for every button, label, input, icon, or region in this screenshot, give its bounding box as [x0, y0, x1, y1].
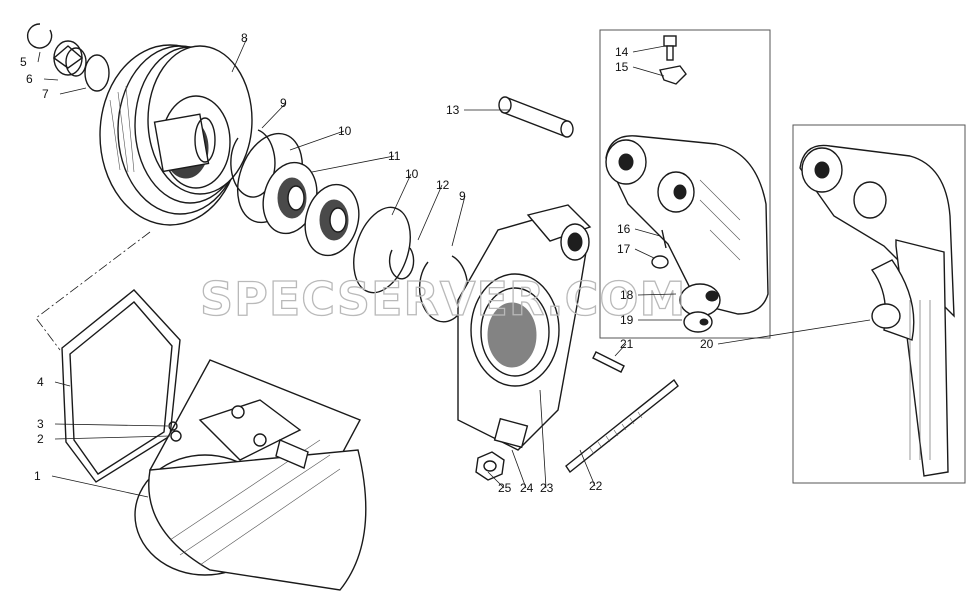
callout-label: 10: [338, 124, 352, 138]
callout-label: 8: [241, 31, 248, 45]
callout-label: 16: [617, 222, 631, 236]
callout-labels: 1234567891011101291314151617181920212223…: [20, 31, 714, 495]
leader-line-25: [487, 471, 505, 489]
inset-frame-upper: [599, 29, 771, 339]
leader-line-9: [451, 195, 466, 247]
leader-line-24: [511, 449, 527, 489]
pin-part-13: [498, 96, 574, 138]
leader-line-6: [43, 78, 59, 81]
washer-part-17: [651, 255, 669, 269]
leader-lines: [37, 37, 871, 498]
leader-line-8: [231, 37, 248, 73]
callout-label: 10: [405, 167, 419, 181]
leader-line-21: [614, 343, 627, 357]
snap-ring-part-9-a: [230, 129, 276, 198]
assembly-outline: [35, 231, 151, 351]
leader-line-12: [417, 184, 443, 241]
callout-label: 14: [615, 45, 629, 59]
leader-line-10: [289, 130, 345, 151]
callout-label: 22: [589, 479, 603, 493]
callout-label: 3: [37, 417, 44, 431]
leader-line-5: [37, 51, 41, 63]
leader-line-17: [634, 248, 655, 259]
snap-ring-part-9-b: [418, 255, 469, 323]
bolt-part-14: [663, 35, 677, 61]
watermark: SPECSERVER.COM: [200, 272, 686, 326]
callout-label: 18: [620, 288, 634, 302]
cylinder-part-1: [134, 359, 367, 591]
callout-label: 2: [37, 432, 44, 446]
callout-label: 15: [615, 60, 629, 74]
callout-label: 6: [26, 72, 33, 86]
callout-label: 7: [42, 87, 49, 101]
leader-line-20: [717, 319, 871, 345]
stud-part-21: [592, 351, 625, 373]
callout-label: 11: [388, 149, 401, 163]
leader-line-9: [261, 102, 287, 129]
callout-label: 20: [700, 337, 714, 351]
leader-line-15: [632, 66, 665, 77]
assembly-part-20: [799, 144, 955, 477]
lever-bracket-upper: [605, 135, 769, 315]
spring-ring-part-12: [388, 247, 415, 280]
leader-line-3: [54, 423, 169, 427]
callout-label: 5: [20, 55, 27, 69]
long-stud-part-22: [565, 378, 679, 474]
callout-label: 24: [520, 481, 534, 495]
cotter-pin-part-16: [661, 229, 667, 249]
callout-label: 13: [446, 103, 460, 117]
bearing-part-11-b: [304, 183, 360, 257]
leader-line-16: [634, 228, 661, 237]
leader-line-22: [579, 449, 596, 487]
leader-line-18: [637, 293, 677, 296]
leader-line-14: [632, 45, 666, 53]
callout-label: 12: [436, 178, 450, 192]
nut-part-25: [475, 451, 505, 481]
callout-label: 9: [459, 189, 466, 203]
o-ring-part-7: [84, 54, 110, 92]
leader-line-11: [311, 155, 395, 173]
callout-label: 1: [34, 469, 41, 483]
inset-frame-lower: [792, 124, 966, 484]
leader-line-10: [391, 173, 412, 216]
leader-line-2: [54, 435, 171, 440]
leader-line-7: [59, 87, 87, 95]
sleeve-part-6: [52, 40, 87, 77]
leader-line-23: [539, 389, 547, 489]
snap-ring-part-5: [26, 23, 53, 49]
callout-label: 25: [498, 481, 512, 495]
pulley-part-8: [99, 44, 253, 226]
callout-label: 9: [280, 96, 287, 110]
callout-label: 17: [617, 242, 631, 256]
callout-label: 21: [620, 337, 634, 351]
pin-part-19: [683, 311, 713, 333]
leader-line-1: [51, 475, 149, 498]
clip-part-15: [659, 65, 687, 85]
bearing-part-11-a: [262, 161, 318, 235]
bolt-part-2: [170, 430, 182, 442]
leader-line-4: [54, 381, 71, 387]
callout-label: 23: [540, 481, 554, 495]
callout-label: 4: [37, 375, 44, 389]
bracket-housing-part-24: [457, 204, 592, 451]
washer-part-3: [168, 421, 178, 431]
callout-label: 19: [620, 313, 634, 327]
